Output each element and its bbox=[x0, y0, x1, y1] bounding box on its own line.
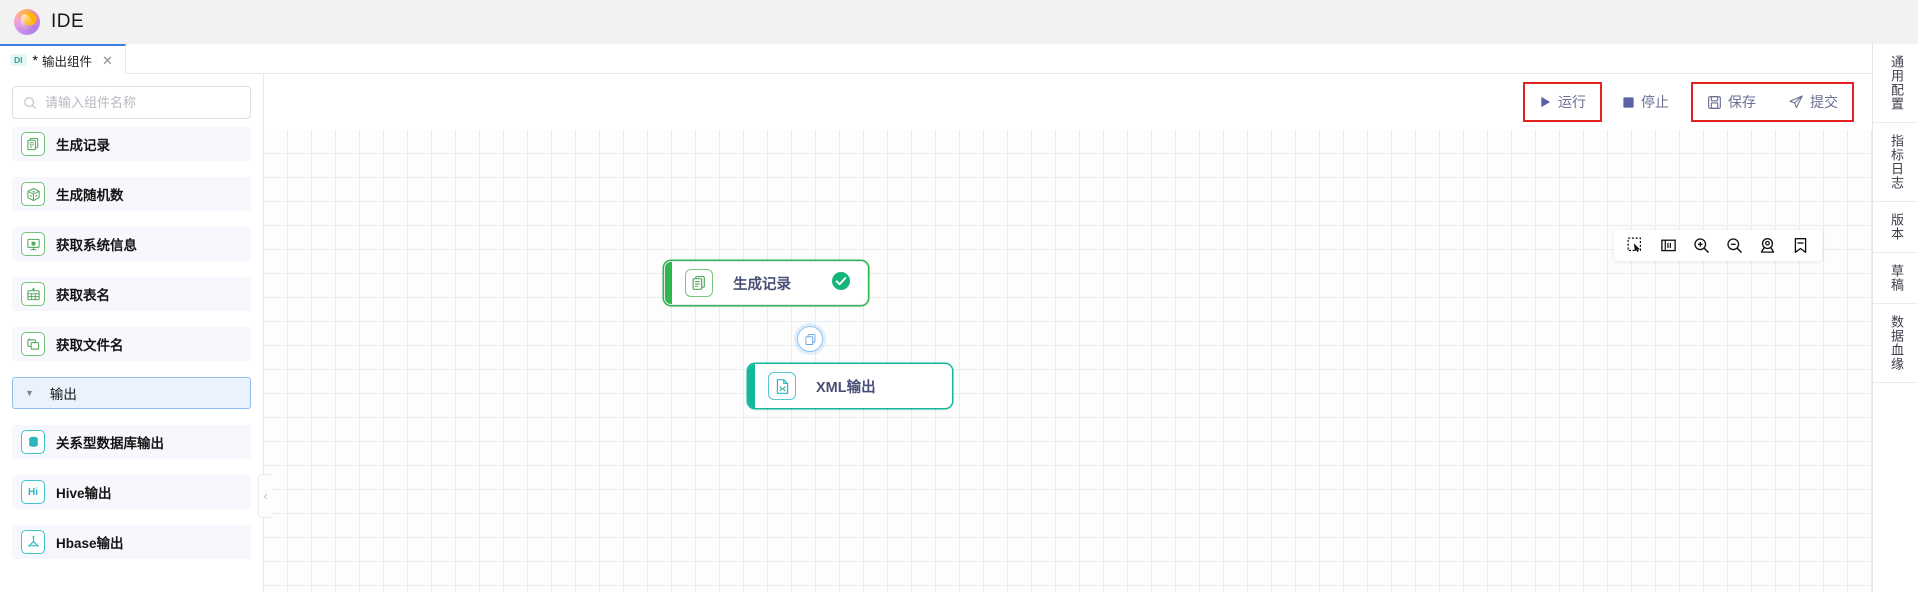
component-list: 生成记录 生成随机数 bbox=[0, 119, 263, 559]
component-palette-panel: 生成记录 生成随机数 bbox=[0, 74, 264, 592]
app-title: IDE bbox=[51, 11, 85, 32]
rail-item-general-config[interactable]: 通用配置 bbox=[1873, 44, 1918, 123]
swirl-logo-icon bbox=[14, 9, 40, 35]
canvas-node-label: 生成记录 bbox=[733, 276, 791, 293]
search-container bbox=[0, 74, 263, 119]
search-icon bbox=[24, 96, 36, 109]
auto-layout-icon[interactable] bbox=[1660, 237, 1677, 254]
dice-cube-icon bbox=[21, 182, 45, 206]
stop-button[interactable]: 停止 bbox=[1612, 85, 1679, 119]
submit-button[interactable]: 提交 bbox=[1778, 85, 1848, 119]
workflow-toolbar: 运行 停止 保存 bbox=[264, 74, 1872, 130]
component-item-generate-record[interactable]: 生成记录 bbox=[12, 127, 251, 161]
bookmark-icon[interactable] bbox=[1792, 237, 1809, 254]
document-copy-icon bbox=[685, 269, 713, 297]
tab-output-component[interactable]: DI * 输出组件 ✕ bbox=[0, 44, 126, 74]
paper-plane-icon bbox=[1789, 95, 1803, 109]
monitor-info-icon bbox=[21, 232, 45, 256]
floppy-save-icon bbox=[1708, 95, 1721, 109]
copy-icon bbox=[804, 333, 815, 345]
rail-item-draft[interactable]: 草稿 bbox=[1873, 253, 1918, 304]
locate-center-icon[interactable] bbox=[1759, 237, 1776, 254]
canvas-mini-toolbar bbox=[1614, 230, 1822, 261]
search-box[interactable] bbox=[12, 86, 251, 119]
stop-square-icon bbox=[1623, 96, 1634, 108]
component-item-system-info[interactable]: 获取系统信息 bbox=[12, 227, 251, 261]
component-item-table-name[interactable]: 获取表名 bbox=[12, 277, 251, 311]
hbase-icon bbox=[21, 530, 45, 554]
save-button-label: 保存 bbox=[1728, 94, 1756, 110]
node-accent-bar bbox=[665, 262, 672, 304]
canvas-area: 运行 停止 保存 bbox=[264, 74, 1872, 592]
save-submit-highlight-box: 保存 提交 bbox=[1691, 82, 1854, 122]
rail-item-version[interactable]: 版本 bbox=[1873, 202, 1918, 253]
app-header: IDE bbox=[0, 0, 1918, 44]
rail-item-metric-log[interactable]: 指标日志 bbox=[1873, 123, 1918, 202]
database-icon bbox=[21, 430, 45, 454]
rail-filler bbox=[1873, 383, 1918, 592]
stop-button-label: 停止 bbox=[1641, 94, 1669, 110]
component-item-file-name[interactable]: 获取文件名 bbox=[12, 327, 251, 361]
component-label: Hive输出 bbox=[56, 486, 112, 501]
chevron-left-icon: ‹ bbox=[263, 489, 268, 503]
component-group-label: 输出 bbox=[49, 387, 77, 402]
play-icon bbox=[1541, 96, 1551, 108]
zoom-out-icon[interactable] bbox=[1726, 237, 1743, 254]
hive-icon: Hi bbox=[21, 480, 45, 504]
run-button[interactable]: 运行 bbox=[1529, 85, 1596, 119]
component-item-hive-output[interactable]: Hi Hive输出 bbox=[12, 475, 251, 509]
right-side-rail: 通用配置 指标日志 版本 草稿 数据血缘 bbox=[1872, 44, 1918, 592]
document-copy-icon bbox=[21, 132, 45, 156]
hive-icon-text: Hi bbox=[28, 486, 38, 498]
component-label: 获取文件名 bbox=[56, 338, 124, 353]
canvas-node-label: XML输出 bbox=[816, 379, 876, 396]
component-item-generate-random[interactable]: 生成随机数 bbox=[12, 177, 251, 211]
run-button-label: 运行 bbox=[1558, 94, 1586, 110]
canvas-node-generate-record[interactable]: 生成记录 bbox=[664, 261, 868, 305]
search-input[interactable] bbox=[45, 95, 240, 110]
marquee-select-icon[interactable] bbox=[1627, 237, 1644, 254]
xml-file-icon bbox=[768, 372, 796, 400]
canvas-grid[interactable]: 生成记录 XML输出 bbox=[264, 130, 1872, 592]
rail-item-data-lineage[interactable]: 数据血缘 bbox=[1873, 304, 1918, 383]
edge-layer bbox=[264, 130, 564, 280]
edge-copy-badge[interactable] bbox=[797, 326, 823, 352]
component-item-rdb-output[interactable]: 关系型数据库输出 bbox=[12, 425, 251, 459]
tab-dirty-marker: * bbox=[32, 52, 38, 68]
component-item-hbase-output[interactable]: Hbase输出 bbox=[12, 525, 251, 559]
check-circle-icon bbox=[831, 271, 851, 296]
zoom-in-icon[interactable] bbox=[1693, 237, 1710, 254]
component-label: Hbase输出 bbox=[56, 536, 124, 551]
table-plus-icon bbox=[21, 282, 45, 306]
component-label: 关系型数据库输出 bbox=[56, 436, 164, 451]
close-icon[interactable]: ✕ bbox=[101, 52, 113, 68]
component-label: 生成随机数 bbox=[56, 188, 124, 203]
node-accent-bar bbox=[748, 364, 755, 408]
tab-label: 输出组件 bbox=[41, 54, 92, 69]
component-group-output[interactable]: ▼ 输出 bbox=[12, 377, 251, 409]
submit-button-label: 提交 bbox=[1810, 94, 1838, 110]
component-label: 获取表名 bbox=[56, 288, 110, 303]
panel-collapse-handle[interactable]: ‹ bbox=[258, 474, 272, 518]
run-highlight-box: 运行 bbox=[1523, 82, 1602, 122]
tab-bar: DI * 输出组件 ✕ ⌄⌄ bbox=[0, 44, 1918, 74]
component-label: 生成记录 bbox=[56, 138, 110, 153]
save-button[interactable]: 保存 bbox=[1697, 85, 1766, 119]
caret-down-icon: ▼ bbox=[25, 387, 34, 398]
file-folder-icon bbox=[21, 332, 45, 356]
component-label: 获取系统信息 bbox=[56, 238, 137, 253]
tab-badge: DI bbox=[10, 54, 27, 66]
canvas-node-xml-output[interactable]: XML输出 bbox=[748, 364, 952, 408]
